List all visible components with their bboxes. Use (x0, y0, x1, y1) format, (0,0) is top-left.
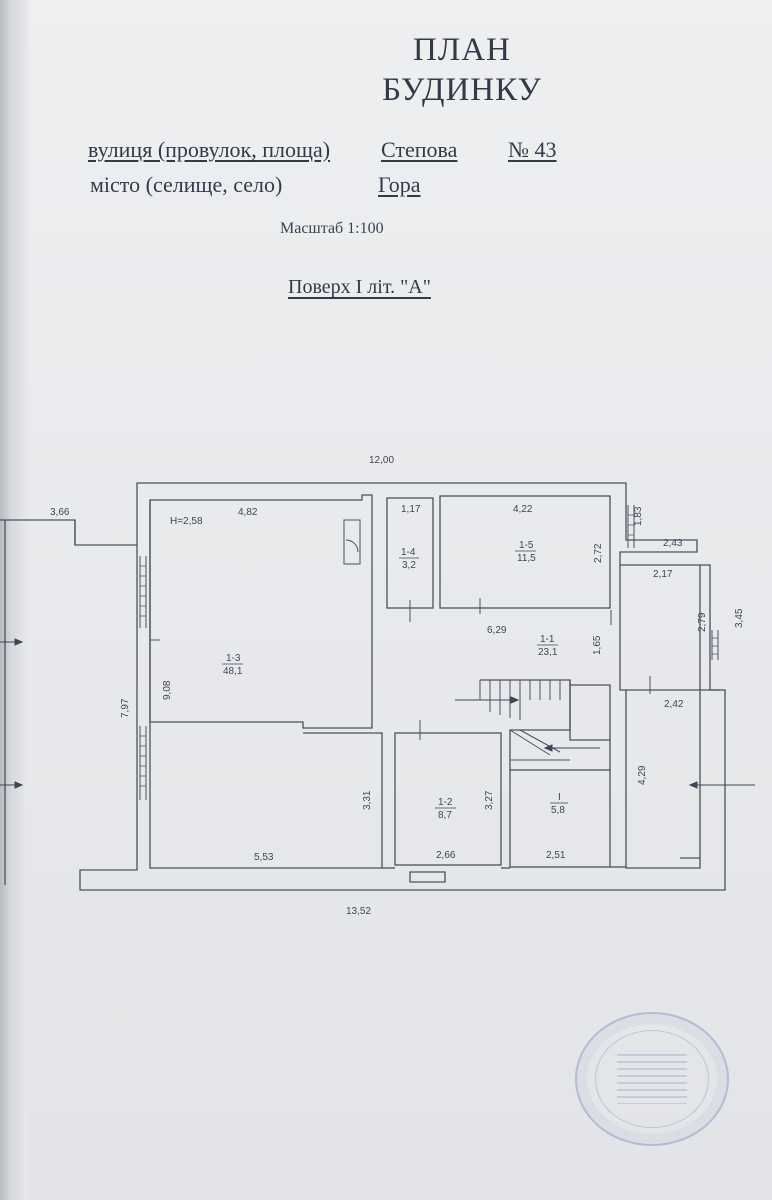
room-1-5: 1-5 11,5 (515, 540, 536, 564)
room-1-1: 1-1 23,1 (537, 634, 558, 658)
room-id: 1-2 (438, 797, 453, 808)
dim-top-total: 12,00 (369, 455, 394, 466)
street-label: вулиця (провулок, площа) (88, 137, 331, 162)
dim-2-51: 2,51 (546, 850, 566, 861)
dim-3-31: 3,31 (362, 790, 373, 810)
dim-4-82: 4,82 (238, 507, 258, 518)
room-id: 1-5 (519, 540, 534, 551)
room-id: 1-4 (401, 547, 416, 558)
dim-9-08: 9,08 (162, 680, 173, 700)
scale-note: Масштаб 1:100 (280, 220, 384, 237)
dim-3-45: 3,45 (734, 608, 745, 628)
city-value: Гора (378, 172, 421, 197)
room-id: 1-1 (540, 634, 555, 645)
room-1-2: 1-2 8,7 (435, 797, 456, 821)
dim-2-79: 2,79 (697, 612, 708, 632)
street-value: Степова (381, 137, 458, 162)
dim-2-66: 2,66 (436, 850, 456, 861)
city-label: місто (селище, село) (90, 172, 283, 197)
room-id: I (558, 792, 561, 803)
house-number: № 43 (508, 137, 557, 162)
dim-4-29: 4,29 (637, 765, 648, 785)
dim-7-97: 7,97 (120, 698, 131, 718)
stamp-seal (575, 1012, 729, 1146)
title-line-2: БУДИНКУ (382, 72, 542, 108)
dim-3-66: 3,66 (50, 507, 70, 518)
room-1-4: 1-4 3,2 (399, 547, 419, 571)
dim-1-17: 1,17 (401, 504, 421, 515)
room-area: 23,1 (538, 647, 558, 658)
dim-5-53: 5,53 (254, 852, 274, 863)
dim-6-29: 6,29 (487, 625, 507, 636)
dim-3-27: 3,27 (484, 790, 495, 810)
dim-2-72: 2,72 (593, 543, 604, 563)
dim-4-22: 4,22 (513, 504, 533, 515)
dim-2-43: 2,43 (663, 538, 683, 549)
room-id: 1-3 (226, 653, 241, 664)
room-area: 48,1 (223, 666, 243, 677)
height-note: H=2,58 (170, 516, 203, 527)
room-1-3: 1-3 48,1 (222, 653, 243, 677)
room-area: 3,2 (402, 560, 416, 571)
floor-heading: Поверх I літ. "А" (288, 276, 431, 299)
dim-1-65: 1,65 (592, 635, 603, 655)
dim-2-17: 2,17 (653, 569, 673, 580)
dim-bottom-total: 13,52 (346, 906, 371, 917)
room-area: 8,7 (438, 810, 452, 821)
room-area: 11,5 (517, 553, 536, 564)
floor-heading-text: Поверх I літ. "А" (288, 276, 431, 298)
title-line-1: ПЛАН (413, 32, 511, 68)
room-I: I 5,8 (550, 792, 568, 816)
dim-1-83: 1,83 (633, 506, 644, 526)
dim-2-42: 2,42 (664, 699, 684, 710)
room-area: 5,8 (551, 805, 565, 816)
